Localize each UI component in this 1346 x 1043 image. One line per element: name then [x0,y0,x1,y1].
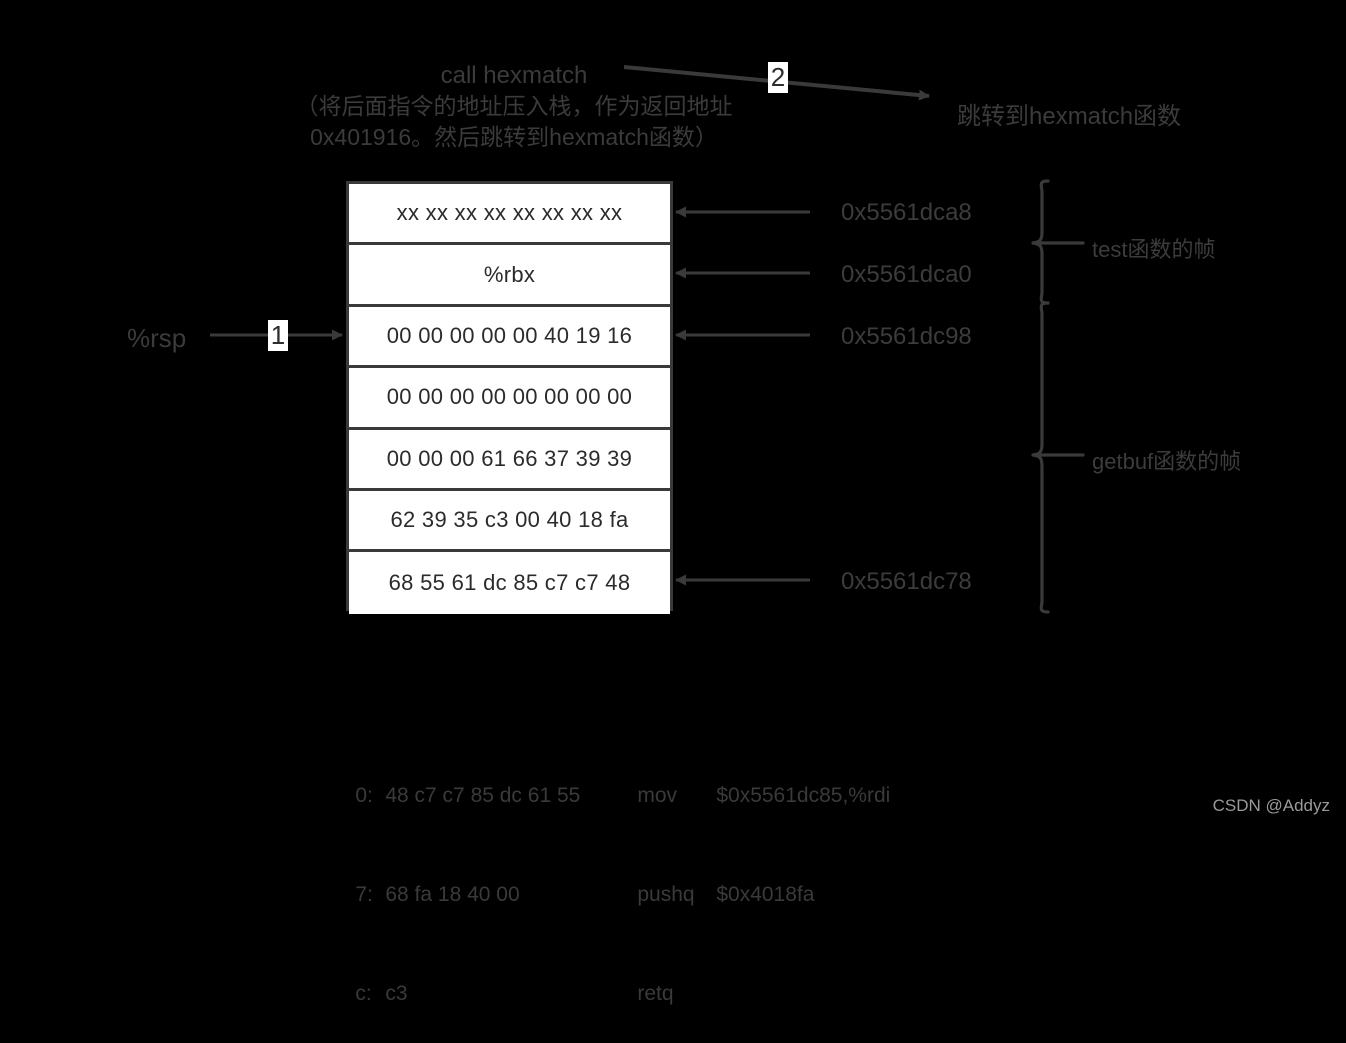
disassembly-line: 7: 68 fa 18 40 00 pushq $0x4018fa [332,845,890,906]
disassembly-bytes: 48 c7 c7 85 dc 61 55 [385,784,581,807]
rsp-register-label: %rsp [127,323,187,353]
disassembly-offset: 0: [355,784,373,807]
stack-row: xx xx xx xx xx xx xx xx [349,184,670,246]
brace-getbuf-frame [1031,301,1085,614]
disassembly-mnemonic: retq [637,982,674,1005]
stack-row: 00 00 00 61 66 37 39 39 [349,429,670,491]
disassembly-offset: 7: [355,883,373,906]
call-annotation: call hexmatch （将后面指令的地址压入栈，作为返回地址 0x4019… [254,60,774,153]
disassembly-listing: 0: 48 c7 c7 85 dc 61 55 mov $0x5561dc85,%rd… [332,680,890,1010]
stack-row: 62 39 35 c3 00 40 18 fa [349,490,670,553]
stack-diagram: xx xx xx xx xx xx xx xx %rbx 00 00 00 00… [346,181,673,614]
address-label-0x5561dc78: 0x5561dc78 [841,568,972,595]
brace-test-frame [1031,179,1085,305]
marker-badge-1: 1 [268,320,288,351]
disassembly-line: 0: 48 c7 c7 85 dc 61 55 mov $0x5561dc85,%rd… [332,746,890,807]
address-label-0x5561dc98: 0x5561dc98 [841,323,972,350]
stack-row: %rbx [349,245,670,307]
call-annotation-line2: 0x401916。然后跳转到hexmatch函数） [310,124,718,150]
disassembly-offset: c: [355,982,372,1005]
stack-row: 68 55 61 dc 85 c7 c7 48 [349,552,670,614]
address-label-0x5561dca0: 0x5561dca0 [841,261,972,288]
call-annotation-line1: （将后面指令的地址压入栈，作为返回地址 [295,93,733,119]
address-label-0x5561dca8: 0x5561dca8 [841,199,972,226]
disassembly-line: c: c3 retq [332,944,890,1005]
frame-label-test: test函数的帧 [1092,237,1216,262]
stack-row: 00 00 00 00 00 40 19 16 [349,306,670,369]
marker-badge-2: 2 [768,62,788,93]
frame-label-getbuf: getbuf函数的帧 [1092,449,1242,474]
disassembly-mnemonic: mov [637,784,678,807]
disassembly-operands: $0x5561dc85,%rdi [716,784,891,807]
jump-to-hexmatch-label: 跳转到hexmatch函数 [957,103,1182,130]
watermark: CSDN @Addyz [1212,796,1330,815]
call-annotation-title: call hexmatch [440,62,588,89]
disassembly-bytes: 68 fa 18 40 00 [385,883,520,906]
disassembly-operands: $0x4018fa [716,883,815,906]
disassembly-mnemonic: pushq [637,883,695,906]
stack-row: 00 00 00 00 00 00 00 00 [349,368,670,430]
disassembly-bytes: c3 [385,982,408,1005]
